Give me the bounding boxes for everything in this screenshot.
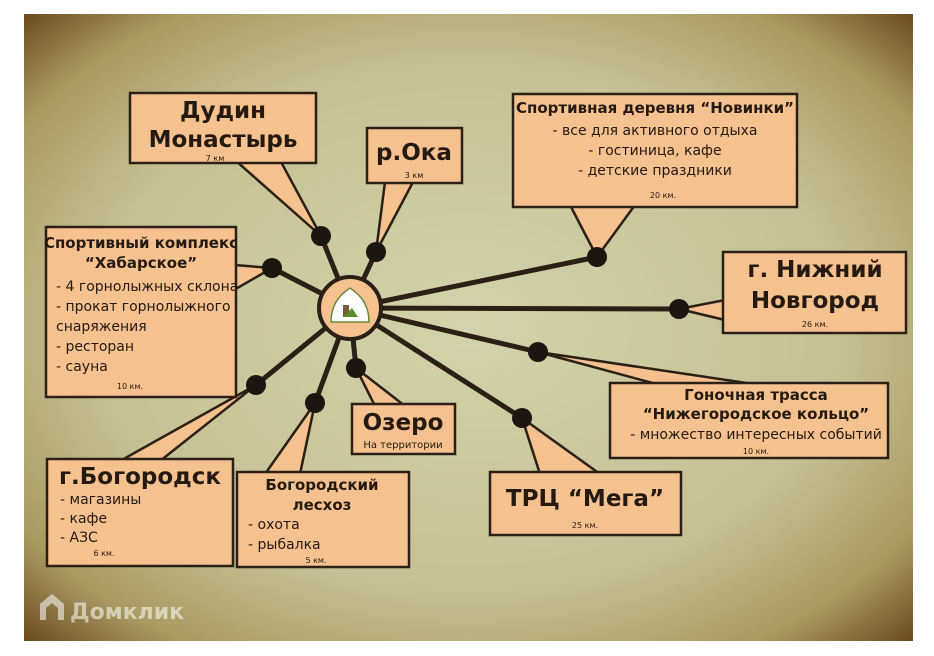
node-distance: 26 км.: [802, 320, 828, 329]
node-title: р.Ока: [376, 140, 452, 166]
node-distance: 6 км.: [93, 549, 114, 558]
node-mega: ТРЦ “Мега” 25 км.: [488, 470, 683, 537]
node-distance: 25 км.: [572, 521, 598, 530]
node-race-track: Гоночная трасса “Нижегородское кольцо” -…: [608, 381, 890, 460]
node-item: - охота: [248, 517, 300, 533]
node-item: - ресторан: [56, 339, 134, 355]
node-title: Дудин: [180, 98, 266, 124]
node-distance: 20 км.: [650, 191, 676, 200]
node-item: - гостиница, кафе: [588, 143, 721, 159]
node-title: Спортивная деревня “Новинки”: [516, 99, 794, 117]
node-distance: 5 км.: [305, 556, 326, 565]
node-lake: Озеро На территории: [350, 402, 457, 456]
watermark: Домклик: [40, 594, 184, 625]
spoke-mega: [347, 305, 525, 421]
node-item: - множество интересных событий: [630, 427, 882, 443]
node-item: снаряжения: [56, 319, 147, 335]
node-distance: 7 км: [206, 154, 225, 163]
node-bogorodsk: г.Богородск - магазины - кафе - АЗС 6 км…: [45, 457, 235, 568]
node-khabarskoe: Спортивный комплекс “Хабарское” - 4 горн…: [44, 225, 238, 399]
home-logo-icon: [40, 594, 64, 620]
node-title: Новгород: [751, 288, 879, 314]
node-distance: 10 км.: [117, 382, 143, 391]
node-title: лесхоз: [293, 496, 352, 514]
node-title: г.Богородск: [59, 464, 221, 490]
node-title: Спортивный комплекс: [44, 234, 238, 252]
node-oka: р.Ока 3 км: [365, 126, 464, 185]
node-item: - детские праздники: [578, 163, 732, 179]
spoke-novinki: [347, 254, 600, 311]
node-item: - рыбалка: [248, 537, 321, 553]
node-title: “Нижегородское кольцо”: [643, 405, 869, 423]
node-title: ТРЦ “Мега”: [506, 486, 664, 512]
node-dots: [246, 226, 689, 428]
node-title: “Хабарское”: [85, 254, 197, 272]
church-dome-logo-icon: [330, 287, 370, 323]
watermark-text: Домклик: [70, 600, 184, 625]
node-forest: Богородский лесхоз - охота - рыбалка 5 к…: [235, 470, 411, 569]
node-item: - все для активного отдыха: [553, 123, 758, 139]
node-title: г. Нижний: [747, 257, 882, 283]
node-title: Монастырь: [149, 127, 298, 153]
node-distance: 3 км: [405, 171, 424, 180]
node-distance: 10 км.: [743, 447, 769, 456]
node-title: Озеро: [363, 410, 444, 436]
node-nizhny-novgorod: г. Нижний Новгород 26 км.: [721, 250, 908, 335]
node-distance: На территории: [363, 440, 442, 451]
node-item: - прокат горнолыжного: [56, 299, 231, 315]
node-item: - магазины: [60, 492, 141, 508]
node-item: - кафе: [60, 511, 107, 527]
spoke-nn: [347, 305, 682, 312]
node-item: - 4 горнолыжных склона: [56, 279, 238, 295]
node-item: - сауна: [56, 359, 108, 375]
node-title: Богородский: [265, 476, 378, 494]
node-dudin: Дудин Монастырь 7 км: [128, 91, 318, 165]
node-title: Гоночная трасса: [684, 386, 828, 404]
center-logo: [317, 275, 383, 341]
node-novinki: Спортивная деревня “Новинки” - все для а…: [511, 92, 799, 209]
node-item: - АЗС: [60, 530, 98, 546]
